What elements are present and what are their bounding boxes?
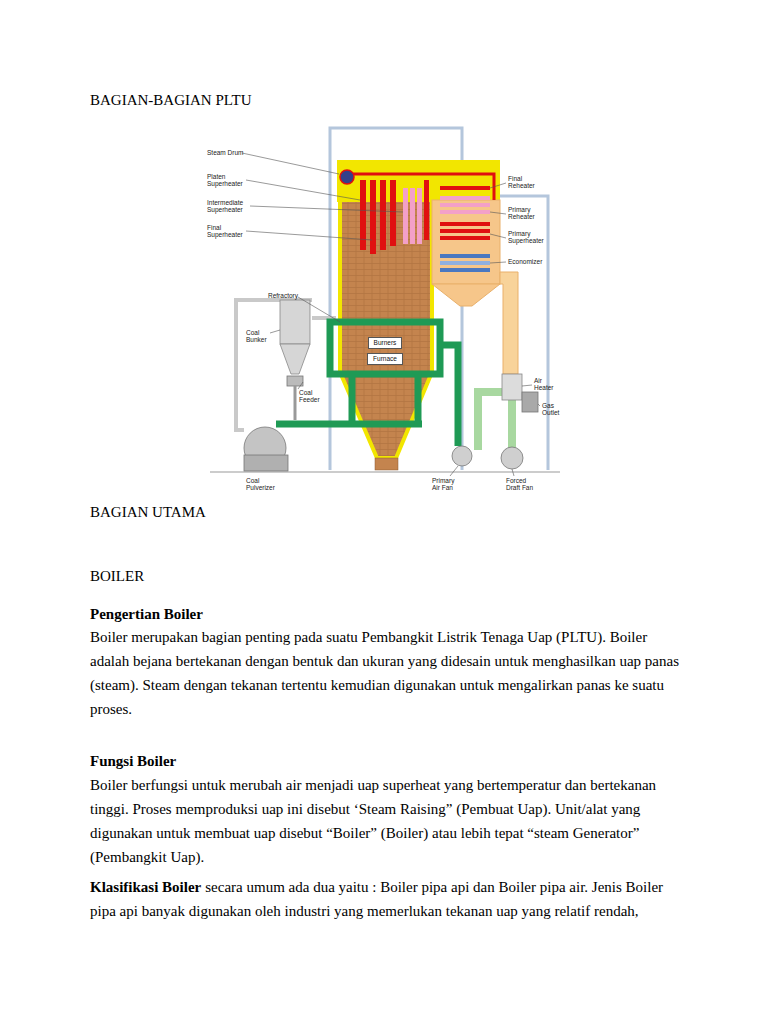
part-label: Final Superheater <box>207 224 247 239</box>
pulverizer-base <box>244 455 288 471</box>
part-label: Primary Superheater <box>508 230 548 245</box>
part-label: Final Reheater <box>508 175 538 190</box>
part-label: Coal Bunker <box>246 329 270 344</box>
pipes <box>236 300 336 430</box>
steam-drum <box>340 170 354 184</box>
superheater-tubes <box>360 180 429 254</box>
ground-line <box>210 472 560 473</box>
doc-term: Klasifikasi Boiler <box>90 879 201 895</box>
steel-frame <box>330 128 548 470</box>
part-label: Platen Superheater <box>207 173 249 188</box>
part-label: Refractory <box>268 292 298 299</box>
doc-heading: BAGIAN UTAMA <box>90 500 690 524</box>
back-pass <box>432 200 500 284</box>
part-label: Primary Reheater <box>508 206 542 221</box>
flue-duct <box>500 272 518 374</box>
doc-heading: Fungsi Boiler <box>90 749 690 773</box>
back-pass-hopper <box>432 284 500 306</box>
part-box: Burners <box>368 337 403 349</box>
air-heater <box>502 374 522 400</box>
part-box: Furnace <box>367 353 403 365</box>
part-label: Gas Outlet <box>542 402 566 417</box>
doc-heading: Pengertian Boiler <box>90 602 690 626</box>
part-label: Steam Drum <box>207 149 243 156</box>
bunker-cone <box>280 344 310 374</box>
coal-chute <box>294 386 297 420</box>
part-label: Coal Feeder <box>299 389 325 404</box>
doc-paragraph: Klasifikasi Boilersecara umum ada dua ya… <box>90 875 690 923</box>
part-label: Primary Air Fan <box>432 477 460 492</box>
reheater-tubes <box>440 186 490 272</box>
box-text: Furnace <box>373 355 397 363</box>
part-label: Intermediate Superheater <box>207 199 251 214</box>
box-text: Burners <box>374 339 397 347</box>
gas-outlet <box>522 392 538 412</box>
doc-heading: BOILER <box>90 564 690 588</box>
primary-air-fan <box>452 446 472 466</box>
intermediate-superheater <box>403 188 422 244</box>
leader-lines <box>242 153 540 476</box>
doc-paragraph: Boiler merupakan bagian penting pada sua… <box>90 625 690 721</box>
forced-draft-fan <box>501 447 523 469</box>
page-title: BAGIAN-BAGIAN PLTU <box>90 88 252 112</box>
part-label: Economizer <box>508 258 542 265</box>
coal-feeder <box>287 376 303 386</box>
part-label: Air Heater <box>534 377 556 392</box>
part-label: Forced Draft Fan <box>506 477 540 492</box>
part-label: Coal Pulverizer <box>246 477 280 492</box>
secondary-air-duct <box>478 392 512 450</box>
doc-paragraph: Boiler berfungsi untuk merubah air menja… <box>90 773 690 869</box>
coal-bunker <box>280 300 310 344</box>
ash-hopper <box>375 458 398 470</box>
